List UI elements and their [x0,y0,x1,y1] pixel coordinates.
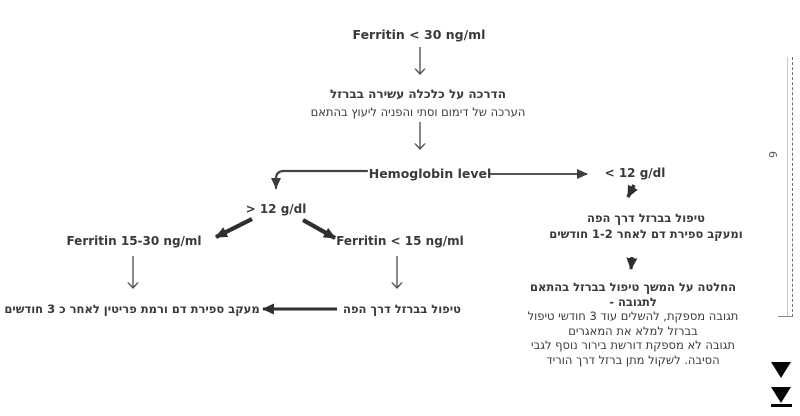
arrow-treatment-to-decision [626,256,638,270]
node-guidance-line1: הדרכה על כלכלה עשירה בברזל [330,87,506,101]
node-followup-3-months: מעקב ספירת דם ורמת פריטין לאחר כ 3 חודשי… [4,302,260,316]
node-hb-above-12: > 12 g/dl [245,202,307,216]
page-number: 6 [766,151,779,158]
connector-hemoglobin-to-hb-above [271,169,369,190]
node-ferritin-15-30: Ferritin 15-30 ng/ml [66,234,202,248]
arrow-hb-above-to-ferritin-15-30 [215,217,253,239]
scroll-down-icon[interactable] [771,362,791,378]
arrow-hb-above-to-ferritin-below-15 [301,218,337,240]
node-oral-iron-followup-line1: טיפול בברזל דרך הפה [587,211,705,225]
decision-line5: תגובה לא מספקת דורשת בירור נוסף לגבי [531,338,735,353]
node-oral-iron: טיפול בברזל דרך הפה [343,302,461,316]
page-edge-dashed-line [792,57,793,317]
decision-line2: לתגובה - [609,294,657,309]
node-decision-block: החלטה על המשך טיפול בברזל בהתאם לתגובה -… [518,280,748,368]
scroll-to-end-icon[interactable] [771,387,791,403]
page-edge-tick [778,316,793,317]
arrow-hb-below-to-treatment [626,184,638,198]
scroll-to-end-bar[interactable] [771,404,792,407]
node-hb-below-12: < 12 g/dl [604,166,666,180]
node-oral-iron-followup-line2: ומעקב ספירת דם לאחר 1-2 חודשים [549,227,743,241]
node-ferritin-below-15: Ferritin < 15 ng/ml [336,234,464,248]
decision-line3: תגובה מספקת, להשלים עוד 3 חודשי טיפול [527,309,739,324]
decision-line1: החלטה על המשך טיפול בברזל בהתאם [529,280,737,294]
decision-line6: הסיבה. לשקול מתן ברזל דרך הוריד [546,352,720,367]
node-guidance-line2: הערכה של דימום וסתי והפניה ליעוץ בהתאם [310,105,526,119]
decision-line4: בברזל למלא את המאגרים [568,323,698,338]
page-edge-line [787,57,788,317]
node-ferritin-under-30: Ferritin < 30 ng/ml [352,27,486,42]
node-hemoglobin-level: Hemoglobin level [368,166,492,181]
